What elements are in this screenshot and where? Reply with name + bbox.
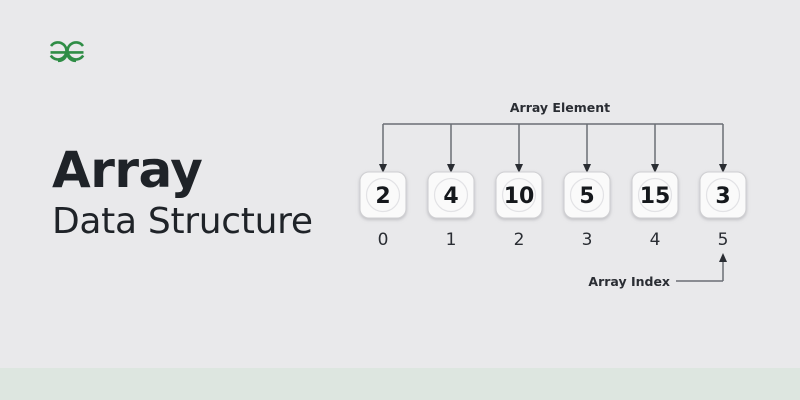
array-index-callout-label: Array Index bbox=[588, 274, 670, 289]
array-cell[interactable]: 10 bbox=[495, 171, 543, 219]
array-index-label: 0 bbox=[378, 230, 389, 250]
element-arrowheads bbox=[379, 164, 727, 173]
array-index-label: 4 bbox=[650, 230, 661, 250]
array-cell[interactable]: 3 bbox=[699, 171, 747, 219]
array-cell-value: 5 bbox=[579, 184, 594, 209]
element-bracket bbox=[382, 123, 724, 166]
array-index-label: 3 bbox=[582, 230, 593, 250]
array-cell-value: 3 bbox=[715, 184, 730, 209]
array-indices: 0 1 2 3 4 5 bbox=[378, 230, 729, 250]
array-cells: 2 4 10 5 bbox=[359, 171, 747, 219]
array-index-label: 5 bbox=[718, 230, 729, 250]
array-cell[interactable]: 5 bbox=[563, 171, 611, 219]
array-cell[interactable]: 4 bbox=[427, 171, 475, 219]
array-cell-value: 10 bbox=[504, 184, 535, 209]
array-diagram: Array Element bbox=[340, 95, 780, 305]
bottom-accent-bar bbox=[0, 368, 800, 400]
array-cell-value: 2 bbox=[375, 184, 390, 209]
array-cell[interactable]: 15 bbox=[631, 171, 679, 219]
index-callout-arrowhead bbox=[719, 253, 727, 262]
page-subtitle: Data Structure bbox=[52, 201, 313, 242]
geeksforgeeks-logo-icon bbox=[45, 36, 105, 70]
title-block: Array Data Structure bbox=[52, 145, 352, 241]
array-index-label: 1 bbox=[446, 230, 457, 250]
array-cell-value: 4 bbox=[443, 184, 458, 209]
array-cell[interactable]: 2 bbox=[359, 171, 407, 219]
array-cell-value: 15 bbox=[640, 184, 671, 209]
array-element-label: Array Element bbox=[510, 100, 610, 115]
index-callout-leader bbox=[676, 261, 724, 282]
page-title: Array bbox=[52, 141, 203, 199]
array-index-label: 2 bbox=[514, 230, 525, 250]
